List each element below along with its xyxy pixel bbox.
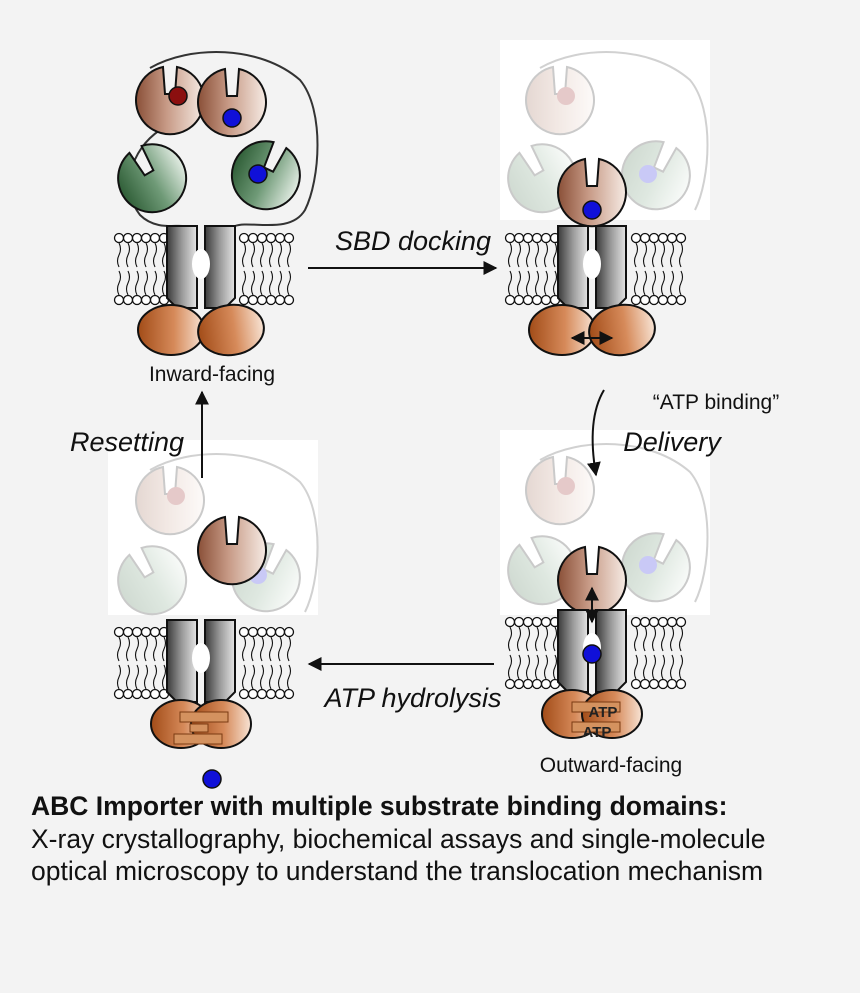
state-inward-facing: Inward-facing [105,51,319,386]
state-outward-facing: ATP ATP Outward-facing [495,430,710,777]
lipid-bilayer-left [504,232,561,306]
caption-body: X-ray crystallography, biochemical assay… [31,823,766,887]
substrate-blue [582,644,602,664]
state-sbd-docked [495,40,710,361]
atp-label: ATP [589,704,618,721]
label-inward-facing: Inward-facing [149,363,275,386]
label-atp-hydrolysis: ATP hydrolysis [322,683,501,713]
substrate-blue [248,164,268,184]
label-sbd-docking: SBD docking [335,226,491,256]
atp-label: ATP [583,724,612,741]
lipid-bilayer-left [504,616,561,690]
substrate-blue-released [202,769,222,789]
lipid-bilayer-right [238,232,295,306]
lipid-bilayer-right [238,626,295,700]
lipid-bilayer-left [113,626,170,700]
substrate-blue [582,200,602,220]
substrate-blue [222,108,242,128]
figure-caption: ABC Importer with multiple substrate bin… [31,790,846,888]
substrate-red [168,86,188,106]
lipid-bilayer-left [113,232,170,306]
caption-title: ABC Importer with multiple substrate bin… [31,791,728,821]
lipid-bilayer-right [630,232,687,306]
sbd-green-1 [105,131,200,226]
label-resetting: Resetting [70,427,184,457]
label-outward-facing: Outward-facing [540,754,682,777]
label-atp-binding: “ATP binding” [653,391,779,414]
lipid-bilayer-right [630,616,687,690]
arrow-delivery [586,389,605,477]
state-post-hydrolysis [105,440,319,789]
label-delivery: Delivery [623,427,722,457]
transporter-core [137,225,269,361]
transporter-core [528,225,660,361]
